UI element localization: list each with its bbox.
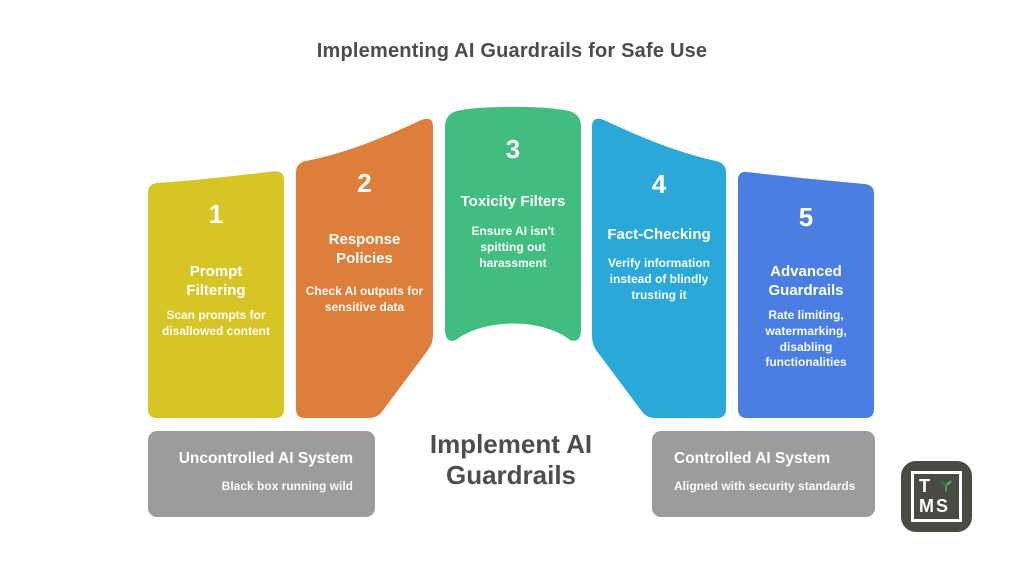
step-4-panel (592, 118, 726, 419)
step-1-number: 1 (208, 199, 224, 229)
controlled-ai-box: Controlled AI System Aligned with securi… (652, 431, 875, 517)
center-label: Implement AI Guardrails (401, 429, 621, 490)
step-3-description: Ensure AI isn't spitting out harassment (471, 224, 555, 270)
step-2-number: 2 (357, 168, 372, 198)
sprout-leaf-left (940, 481, 946, 486)
sprout-leaf-right (946, 481, 952, 486)
tms-logo: T MS (901, 461, 972, 532)
page-title: Implementing AI Guardrails for Safe Use (316, 40, 708, 62)
uncontrolled-ai-title: Uncontrolled AI System (178, 450, 353, 467)
step-5-panel (738, 171, 874, 418)
step-2-title: Response Policies (328, 231, 401, 267)
center-label-line2: Guardrails (445, 459, 577, 490)
step-1-title: Prompt Filtering (186, 263, 246, 299)
uncontrolled-ai-box: Uncontrolled AI System Black box running… (148, 431, 375, 517)
controlled-ai-subtitle: Aligned with security standards (674, 479, 856, 493)
step-5-description: Rate limiting, watermarking, disabling f… (765, 308, 847, 370)
step-1-description: Scan prompts for disallowed content (161, 308, 270, 338)
step-1-panel (148, 171, 284, 418)
step-4-title: Fact-Checking (607, 226, 711, 243)
center-label-line1: Implement AI (429, 429, 593, 459)
controlled-ai-title: Controlled AI System (674, 450, 831, 467)
logo-letter-t: T (919, 476, 930, 497)
step-4-description: Verify information instead of blindly tr… (607, 256, 711, 302)
step-5-title: Advanced Guardrails (768, 263, 844, 299)
step-3-panel (445, 106, 581, 341)
step-5-number: 5 (798, 202, 814, 232)
step-3-number: 3 (505, 134, 521, 164)
logo-letters-ms: MS (919, 495, 950, 516)
uncontrolled-ai-subtitle: Black box running wild (221, 479, 353, 493)
step-3-title: Toxicity Filters (460, 193, 566, 210)
logo-frame: T MS (911, 471, 962, 522)
sprout-icon (940, 481, 952, 492)
step-2-panel (296, 118, 433, 419)
step-2-description: Check AI outputs for sensitive data (305, 284, 424, 314)
step-4-number: 4 (651, 169, 667, 199)
